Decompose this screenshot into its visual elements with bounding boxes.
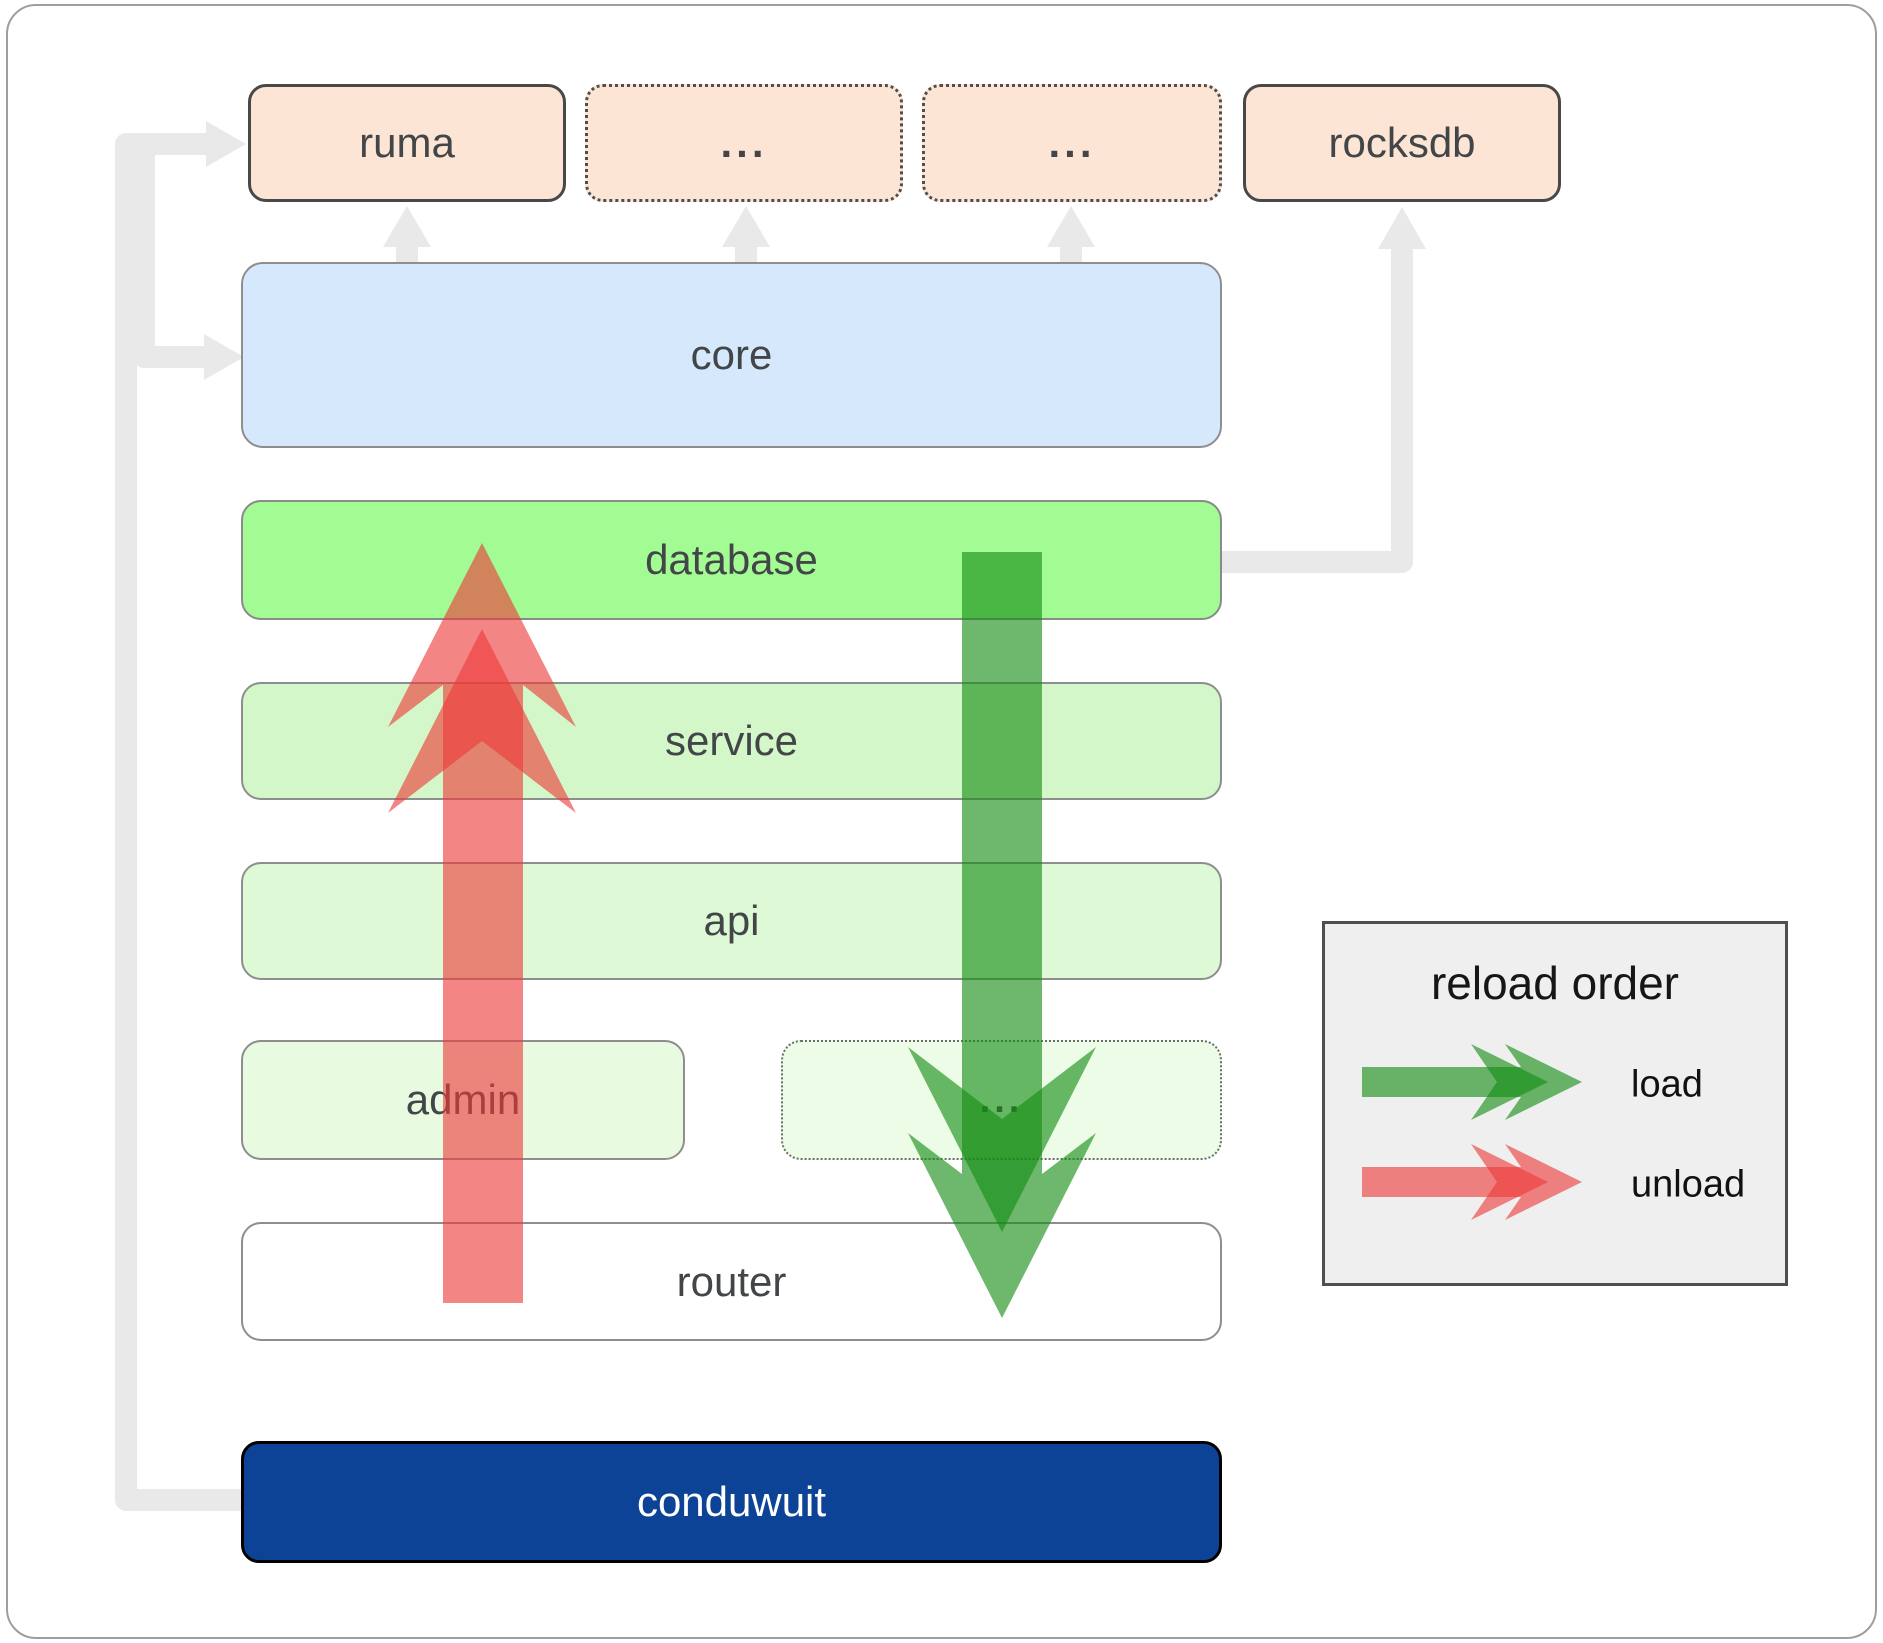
rocksdb-arrowhead-icon xyxy=(1378,207,1426,249)
box-rocksdb: rocksdb xyxy=(1243,84,1561,202)
database-to-rocksdb-connector xyxy=(1222,207,1426,573)
box-conduwuit: conduwuit xyxy=(241,1441,1222,1563)
box-more-modules-2-label: ... xyxy=(1048,119,1096,166)
legend-unload-label: unload xyxy=(1631,1163,1746,1206)
box-admin-label: admin xyxy=(405,1076,521,1123)
conduwuit-to-ruma-line xyxy=(115,133,243,1511)
conduwuit-to-ruma-connector xyxy=(115,121,246,1511)
box-api-label: api xyxy=(703,897,760,944)
box-core-label: core xyxy=(690,331,773,378)
core-arrowhead-icon xyxy=(204,334,244,380)
box-api: api xyxy=(241,862,1222,980)
legend-title: reload order xyxy=(1430,957,1680,1009)
box-core: core xyxy=(241,262,1222,448)
conduwuit-to-core-connector xyxy=(133,150,244,380)
box-database: database xyxy=(241,500,1222,620)
box-ruma: ruma xyxy=(248,84,566,202)
legend-reload-order: reload order load unload xyxy=(1322,921,1788,1286)
box-rocksdb-label: rocksdb xyxy=(1328,119,1476,166)
up-arrowhead-icon xyxy=(383,206,431,247)
box-more-modules-1: ... xyxy=(585,84,903,202)
database-to-rocksdb-line xyxy=(1222,248,1413,573)
conduwuit-to-core-line xyxy=(133,150,204,368)
box-ruma-label: ruma xyxy=(359,119,455,166)
box-service-label: service xyxy=(664,717,799,764)
outer-frame xyxy=(6,4,1877,1639)
box-more-modules-1-label: ... xyxy=(720,119,768,166)
up-arrowhead-icon xyxy=(722,206,770,247)
box-router: router xyxy=(241,1222,1222,1341)
legend-load-label: load xyxy=(1631,1063,1703,1106)
box-more-modules-2: ... xyxy=(922,84,1222,202)
box-admin-more: ... xyxy=(781,1040,1222,1160)
box-admin-more-label: ... xyxy=(979,1078,1024,1121)
box-database-label: database xyxy=(645,536,818,583)
up-arrowhead-icon xyxy=(1047,206,1095,247)
box-admin: admin xyxy=(241,1040,685,1160)
ruma-arrowhead-icon xyxy=(206,121,246,167)
box-conduwuit-label: conduwuit xyxy=(636,1478,827,1525)
box-service: service xyxy=(241,682,1222,800)
box-router-label: router xyxy=(676,1257,787,1305)
